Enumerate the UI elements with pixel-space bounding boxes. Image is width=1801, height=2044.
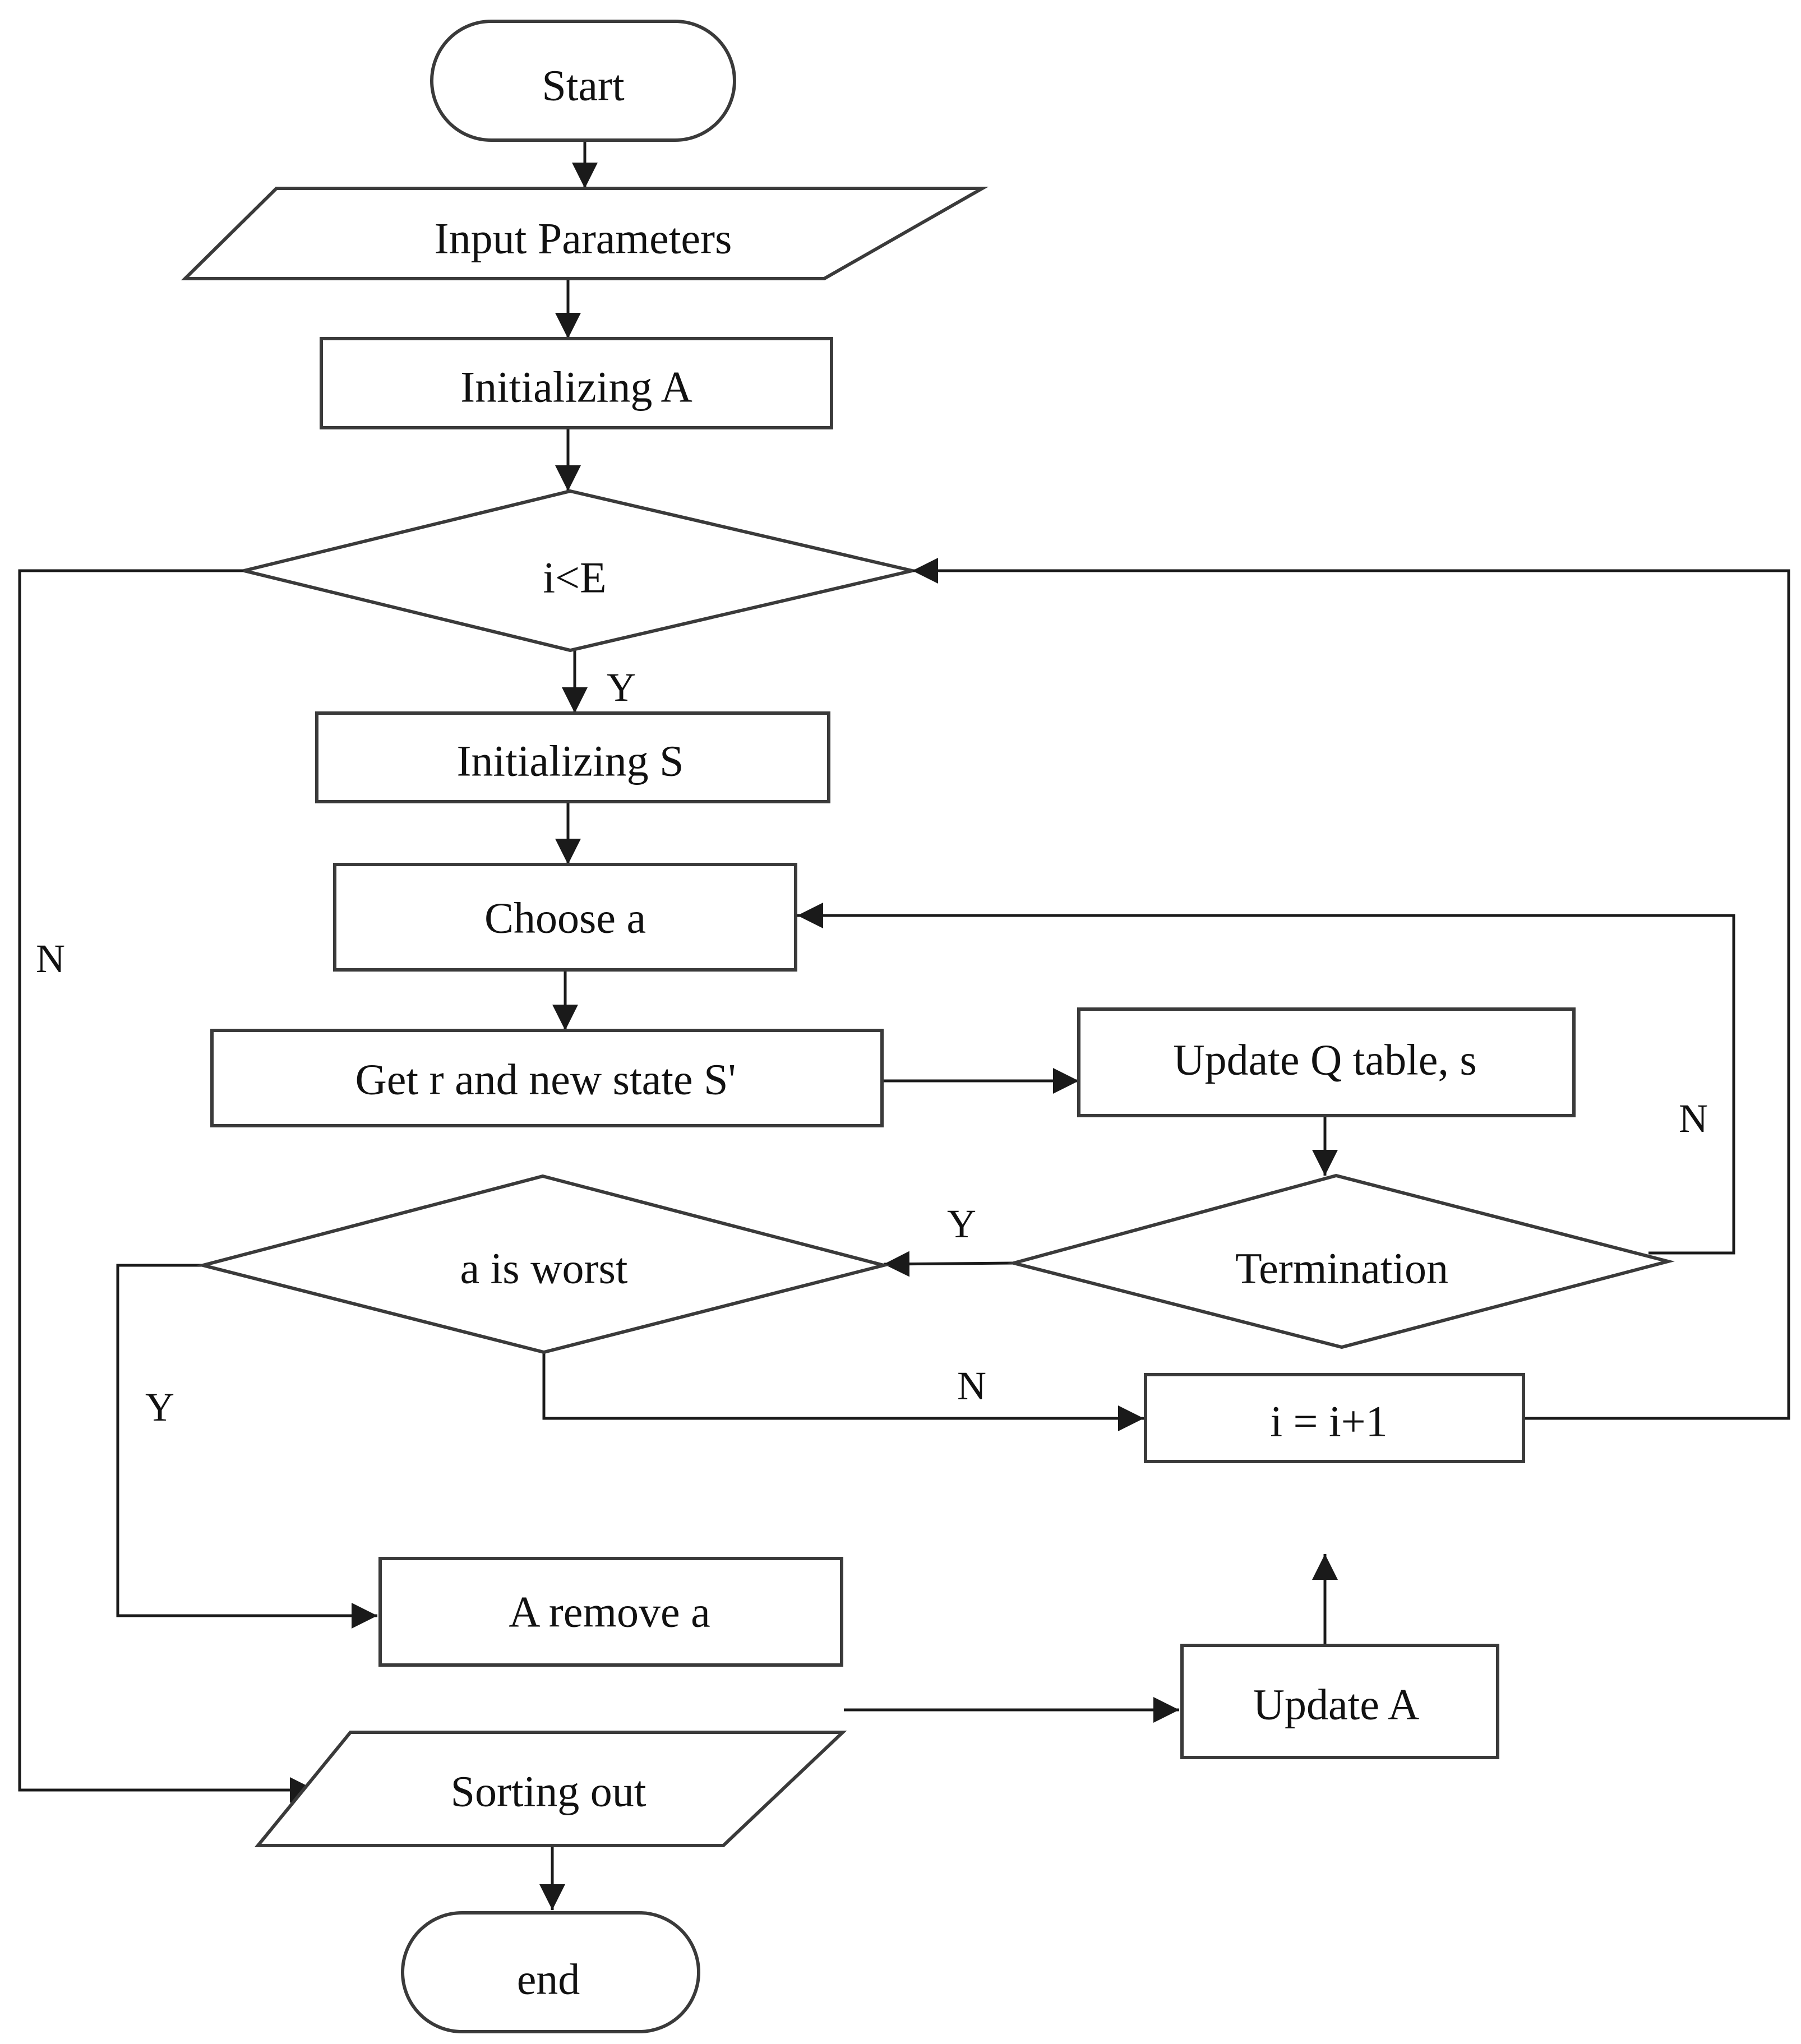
i-increment-shape <box>1144 1373 1525 1463</box>
get-r-node: Get r and new state S' <box>210 1029 884 1127</box>
sorting-out-node: Sorting out <box>254 1731 847 1847</box>
decision-i-lt-e-node: i<E <box>243 489 913 653</box>
start-node: Start <box>430 20 736 142</box>
initializing-s-label: Initializing S <box>456 737 684 785</box>
end-label: end <box>517 1955 580 2004</box>
end-terminator-shape <box>401 1911 700 2033</box>
get-r-shape <box>210 1029 884 1127</box>
a-is-worst-node: a is worst <box>196 1174 890 1354</box>
edge-label-termination-yes: Y <box>947 1201 976 1246</box>
initializing-a-node: Initializing A <box>320 337 833 429</box>
update-q-node: Update Q table, s <box>1077 1007 1576 1117</box>
edge-termination-yes-to-worst <box>883 1251 1014 1277</box>
edge-label-i-lt-e-yes: Y <box>607 665 636 710</box>
choose-a-shape <box>333 863 797 972</box>
initializing-a-shape <box>320 337 833 429</box>
edge-increment-to-decision <box>912 558 1790 1420</box>
update-q-shape <box>1077 1007 1576 1117</box>
termination-shape <box>1007 1173 1675 1349</box>
edge-worst-no-to-increment <box>542 1352 1144 1431</box>
decision-i-lt-e-label: i<E <box>543 553 606 602</box>
a-remove-a-shape <box>378 1557 843 1667</box>
update-a-shape <box>1180 1644 1499 1759</box>
choose-a-label: Choose a <box>484 894 646 942</box>
i-increment-label: i = i+1 <box>1270 1397 1387 1446</box>
initializing-s-shape <box>315 711 830 803</box>
edge-label-i-lt-e-no: N <box>36 936 65 981</box>
edges <box>18 140 1790 1910</box>
sorting-out-shape <box>254 1731 847 1847</box>
edge-termination-no-to-choose <box>797 903 1735 1255</box>
start-terminator-shape <box>430 20 736 142</box>
termination-label: Termination <box>1235 1244 1448 1293</box>
input-parameters-label: Input Parameters <box>435 214 732 263</box>
decision-i-lt-e-shape <box>243 489 913 653</box>
update-a-node: Update A <box>1180 1644 1499 1759</box>
a-is-worst-shape <box>196 1174 890 1354</box>
edge-decision-no-to-sorting <box>18 569 316 1803</box>
initializing-a-label: Initializing A <box>460 363 692 411</box>
get-r-label: Get r and new state S' <box>355 1055 736 1104</box>
start-label: Start <box>542 61 625 110</box>
edge-label-worst-yes: Y <box>145 1385 174 1430</box>
edge-label-termination-no: N <box>1679 1096 1708 1141</box>
input-parameters-shape <box>181 187 989 280</box>
choose-a-node: Choose a <box>333 863 797 972</box>
a-remove-a-label: A remove a <box>509 1588 710 1636</box>
termination-node: Termination <box>1007 1173 1675 1349</box>
sorting-out-label: Sorting out <box>451 1767 646 1816</box>
a-is-worst-label: a is worst <box>460 1244 628 1293</box>
initializing-s-node: Initializing S <box>315 711 830 803</box>
i-increment-node: i = i+1 <box>1144 1373 1525 1463</box>
a-remove-a-node: A remove a <box>378 1557 843 1667</box>
edge-worst-yes-to-remove <box>116 1264 377 1629</box>
end-node: end <box>401 1911 700 2033</box>
input-parameters-node: Input Parameters <box>181 187 989 280</box>
update-q-label: Update Q table, s <box>1173 1035 1477 1084</box>
update-a-label: Update A <box>1253 1680 1420 1729</box>
edge-label-worst-no: N <box>957 1363 986 1408</box>
edge-labels: Y N Y N Y N <box>36 665 1708 1430</box>
